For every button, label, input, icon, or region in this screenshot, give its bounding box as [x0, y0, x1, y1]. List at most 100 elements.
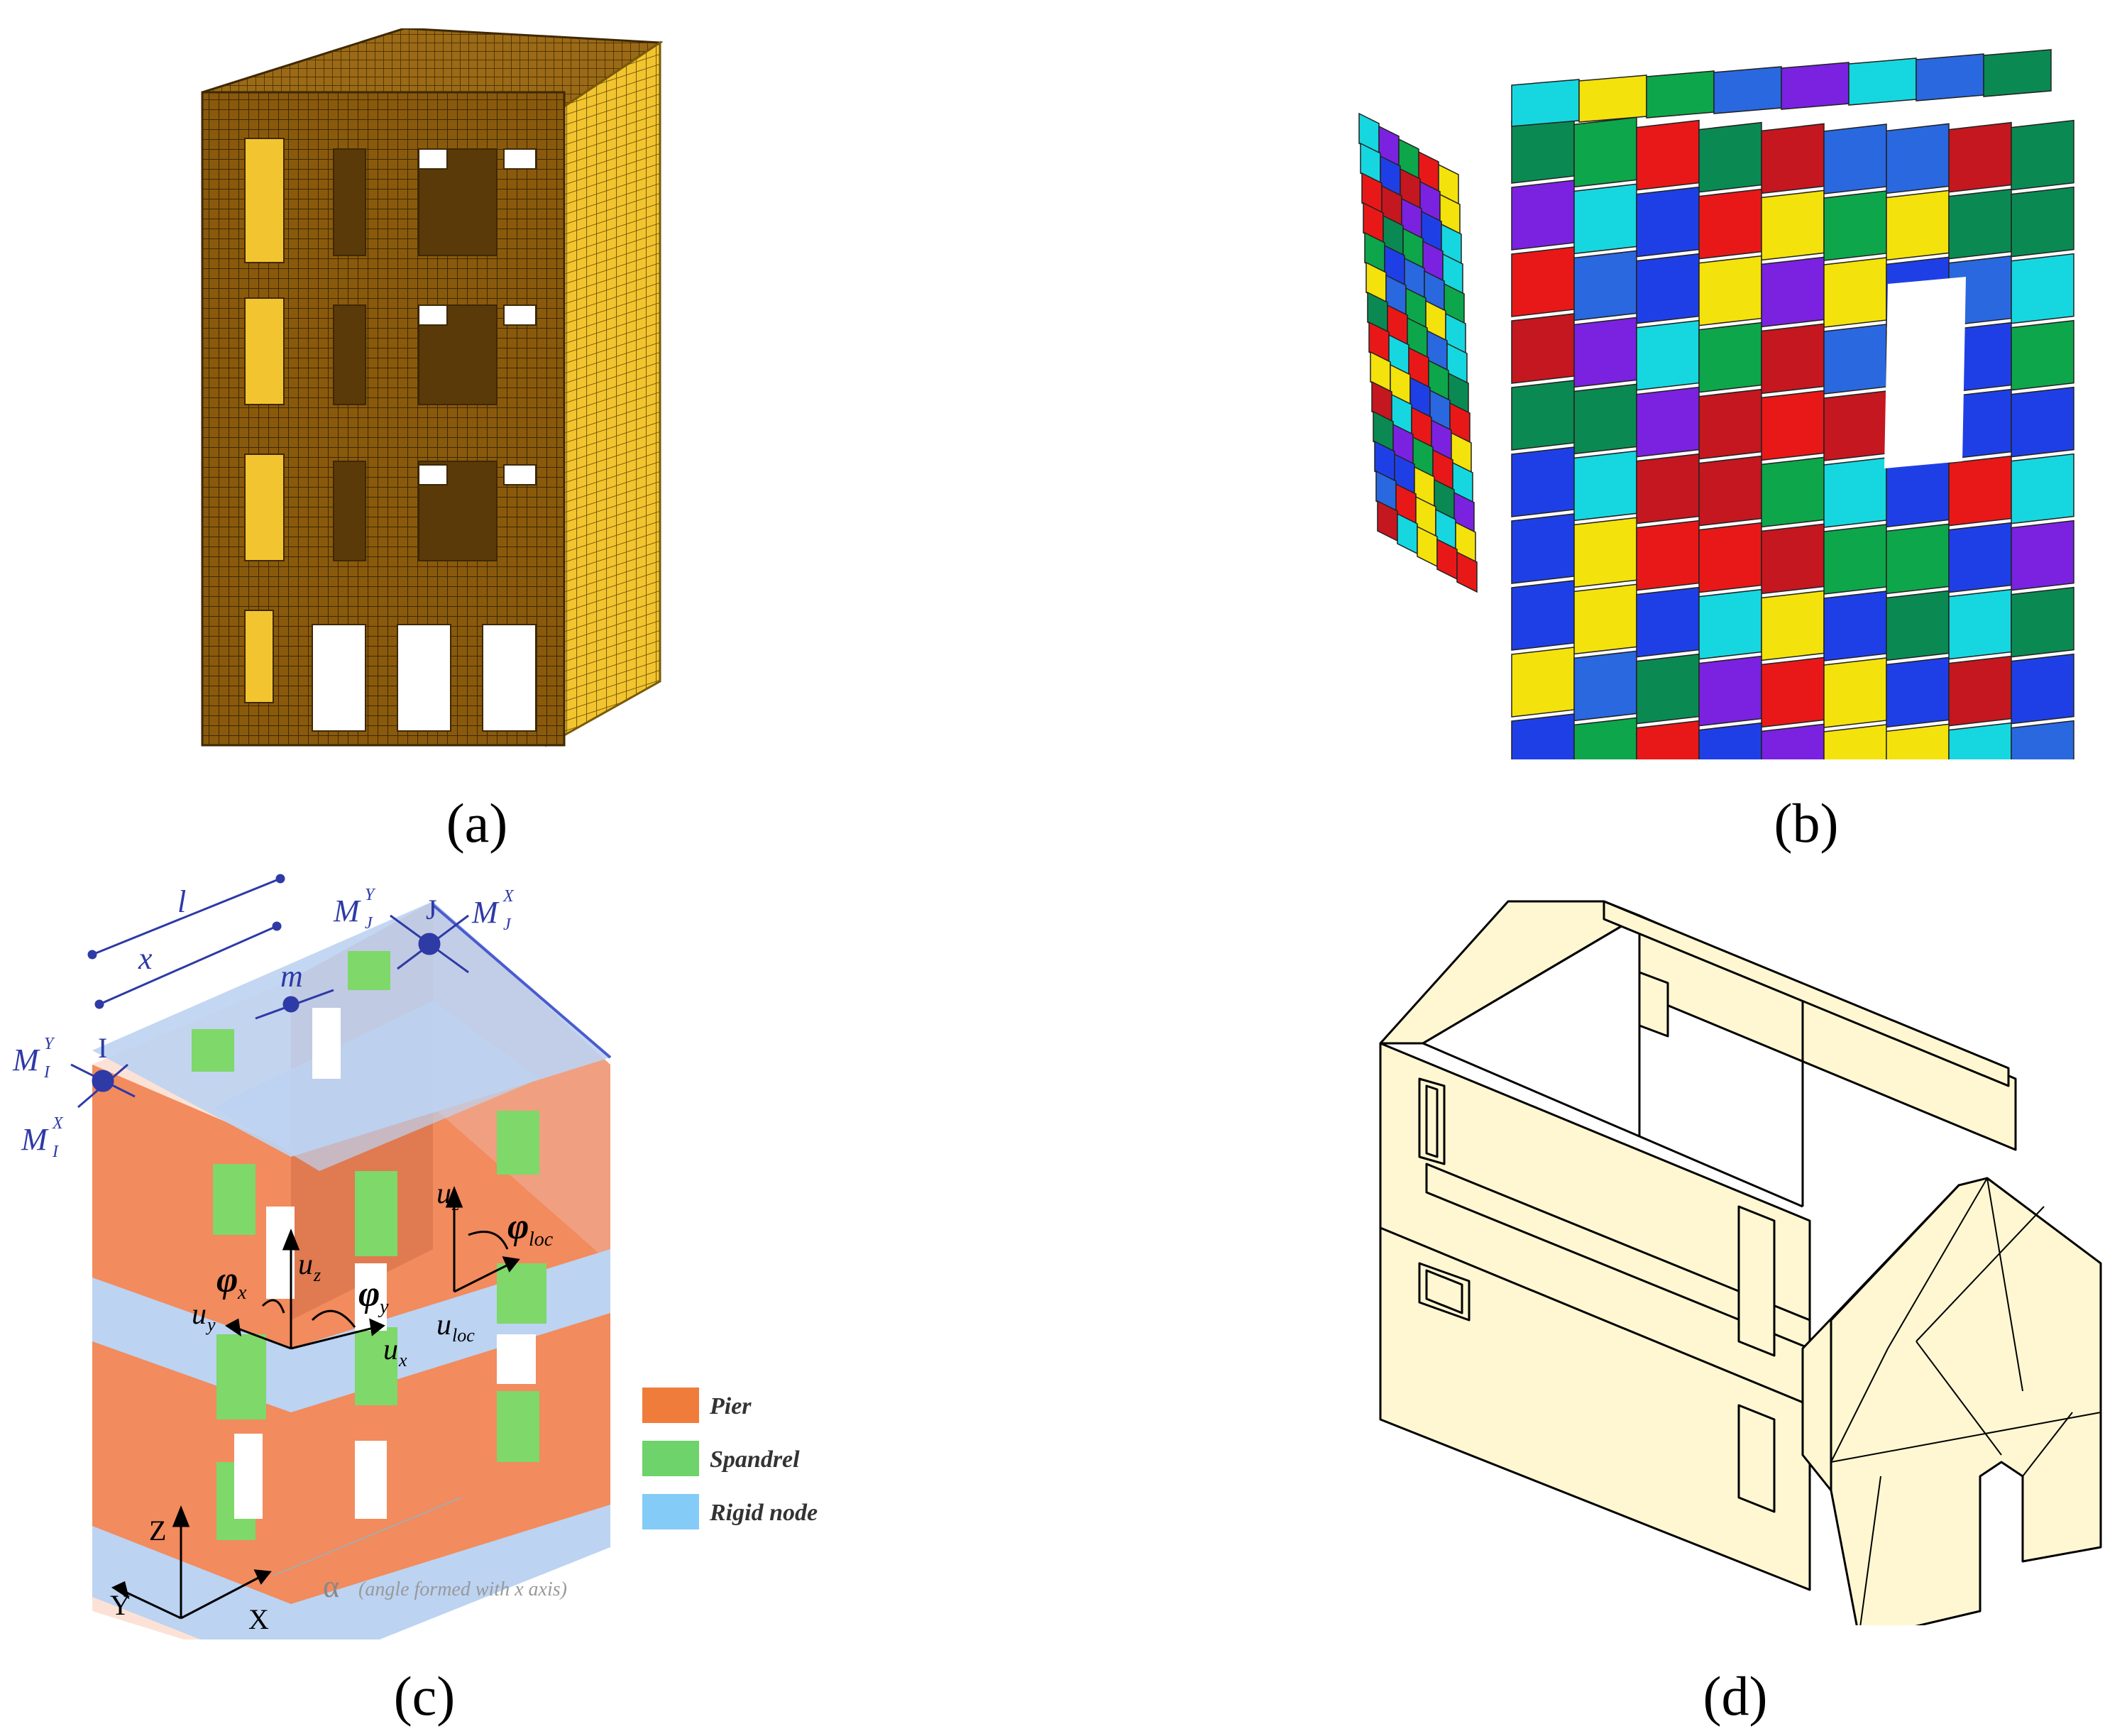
masonry-block [1886, 590, 1950, 661]
masonry-block [1823, 190, 1887, 261]
phi-y-label: φ [358, 1274, 380, 1314]
windows-d [1418, 971, 1776, 1513]
block-wall [1358, 49, 2074, 759]
moment-ix-sup: X [52, 1114, 64, 1133]
panel-c-equivalent-frame: l x m I J M Y I M X I M Y J M X J φ x u … [12, 874, 818, 1639]
front-openings [244, 138, 537, 732]
axis-y-label: Y [110, 1589, 131, 1621]
dimension-lines [70, 874, 469, 1109]
ridge-beam [1603, 900, 2010, 1087]
caption-a: (a) [446, 792, 508, 854]
masonry-block [1636, 720, 1700, 759]
masonry-block [1823, 524, 1887, 595]
masonry-block [2011, 253, 2074, 324]
rigid-node-band-bottom-left [92, 1526, 291, 1639]
masonry-block [1886, 657, 1950, 728]
gable-left [1379, 900, 1641, 1045]
gable-right [1830, 1177, 2102, 1625]
alpha-note: (angle formed with x axis) [358, 1578, 567, 1600]
phi-x-label: φ [216, 1260, 238, 1300]
alpha-label: α [323, 1569, 339, 1604]
phi-y-sub: y [378, 1296, 389, 1318]
masonry-block [1886, 189, 1950, 261]
uy-label: u [192, 1298, 207, 1331]
masonry-block [1948, 588, 2012, 660]
spandrels [192, 951, 546, 1540]
moment-labels: M Y I M X I M Y J M X J [12, 886, 515, 1161]
masonry-block [1573, 183, 1637, 255]
legend-label-spandrel: Spandrel [710, 1446, 800, 1473]
masonry-block [1698, 188, 1762, 260]
masonry-block [1948, 121, 2012, 193]
global-axes [111, 1497, 462, 1620]
moment-iy-sup: Y [44, 1035, 55, 1053]
masonry-block [1823, 657, 1887, 728]
moment-iy-sub: I [43, 1063, 50, 1082]
dim-l-label: l [177, 884, 186, 919]
masonry-block [1916, 53, 1984, 101]
dim-x-label: x [138, 941, 153, 976]
uz-a-label: u [298, 1248, 313, 1281]
masonry-block [1761, 657, 1825, 728]
phi-loc-label: φ [507, 1207, 529, 1247]
masonry-block [1511, 513, 1575, 584]
masonry-block [1886, 123, 1950, 194]
masonry-block [1636, 520, 1700, 591]
legend-label-pier: Pier [709, 1393, 752, 1419]
moment-jy-label: M [333, 894, 361, 928]
masonry-block [2011, 653, 2074, 725]
phi-x-sub: x [237, 1282, 247, 1304]
masonry-block [1948, 455, 2012, 527]
masonry-block [1511, 180, 1575, 251]
masonry-block [1511, 313, 1575, 384]
panel-d-macro-element-model [1379, 900, 2102, 1625]
axis-z-label: Z [149, 1515, 166, 1547]
uloc-sub: loc [452, 1325, 475, 1346]
masonry-block [1636, 586, 1700, 658]
masonry-block [1636, 653, 1700, 725]
masonry-block [1823, 324, 1887, 395]
masonry-block [1886, 456, 1950, 528]
rigid-node-band-bottom-front [291, 1505, 610, 1639]
masonry-block [1511, 647, 1575, 718]
masonry-block [2011, 520, 2074, 591]
panel-b-block-model [1358, 49, 2074, 759]
masonry-block [1848, 57, 1917, 106]
masonry-block [1761, 456, 1825, 528]
masonry-block [1823, 123, 1887, 194]
masonry-block [1823, 390, 1887, 461]
legend-swatch-pier [642, 1388, 699, 1423]
masonry-block [1636, 253, 1700, 324]
masonry-block [1636, 386, 1700, 458]
masonry-block [1823, 724, 1887, 759]
caption-b: (b) [1774, 792, 1839, 854]
masonry-block [2011, 119, 2074, 191]
masonry-block [1983, 49, 2052, 97]
masonry-block [1646, 70, 1715, 119]
masonry-block [1636, 319, 1700, 391]
masonry-block [1698, 455, 1762, 527]
masonry-block [1456, 551, 1478, 593]
openings-c [234, 1008, 536, 1519]
moment-ix-sub: I [52, 1143, 59, 1161]
axis-x-label: X [248, 1603, 269, 1635]
masonry-block [1761, 123, 1825, 194]
masonry-block [2011, 386, 2074, 458]
masonry-block [1511, 580, 1575, 651]
frame-model [92, 901, 612, 1639]
masonry-block [1573, 116, 1637, 188]
masonry-block [1948, 722, 2012, 759]
gable-right-side [1801, 1184, 1960, 1492]
masonry-block [1573, 450, 1637, 522]
uz-b-sub: z [451, 1194, 459, 1214]
uy-sub: y [205, 1314, 216, 1335]
window-opening-b [1884, 277, 1966, 468]
moment-jx-label: M [471, 895, 500, 930]
masonry-block [1948, 188, 2012, 260]
masonry-block [1886, 723, 1950, 759]
masonry-block [1823, 590, 1887, 661]
masonry-block [1573, 317, 1637, 388]
masonry-block [1573, 517, 1637, 588]
moment-jy-sub: J [365, 914, 373, 933]
moment-ix-label: M [21, 1122, 49, 1157]
